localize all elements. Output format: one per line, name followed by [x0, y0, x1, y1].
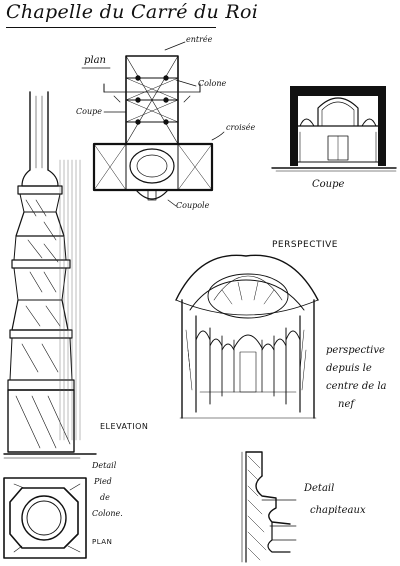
pedestal-note-line-2: Pied	[94, 477, 112, 486]
pedestal-note-line-1: Detail	[92, 461, 117, 470]
capital-note-line-1: Detail	[304, 483, 335, 494]
pedestal-plan-label: PLAN	[92, 538, 113, 546]
label-croisee: croisée	[226, 123, 256, 132]
perspective-note-line-1: perspective	[326, 345, 385, 356]
plan-heading: plan	[84, 55, 107, 66]
elevation-caption: ELEVATION	[100, 422, 149, 431]
pedestal-note-line-4: Colone.	[92, 509, 123, 518]
capital-note-line-2: chapiteaux	[310, 505, 366, 516]
label-coupole: Coupole	[176, 201, 210, 210]
title-underline	[6, 27, 216, 28]
sheet-title: Chapelle du Carré du Roi	[6, 1, 259, 23]
perspective-note-line-2: depuis le	[326, 363, 372, 374]
perspective-heading: PERSPECTIVE	[272, 240, 338, 250]
perspective-drawing	[175, 254, 319, 419]
pedestal-plan-drawing	[3, 477, 87, 559]
label-coupe-line: Coupe	[76, 107, 102, 116]
section-drawing	[271, 86, 397, 172]
capital-detail-drawing	[241, 451, 297, 563]
perspective-note-line-3: centre de la	[326, 381, 387, 392]
label-colonne: Colone	[198, 79, 227, 88]
perspective-note-line-4: nef	[338, 399, 355, 410]
column-elevation-drawing	[3, 91, 97, 459]
label-entree: entrée	[186, 35, 213, 44]
pedestal-note-line-3: de	[100, 493, 110, 502]
floor-plan-drawing	[81, 41, 225, 207]
section-caption: Coupe	[312, 179, 345, 190]
